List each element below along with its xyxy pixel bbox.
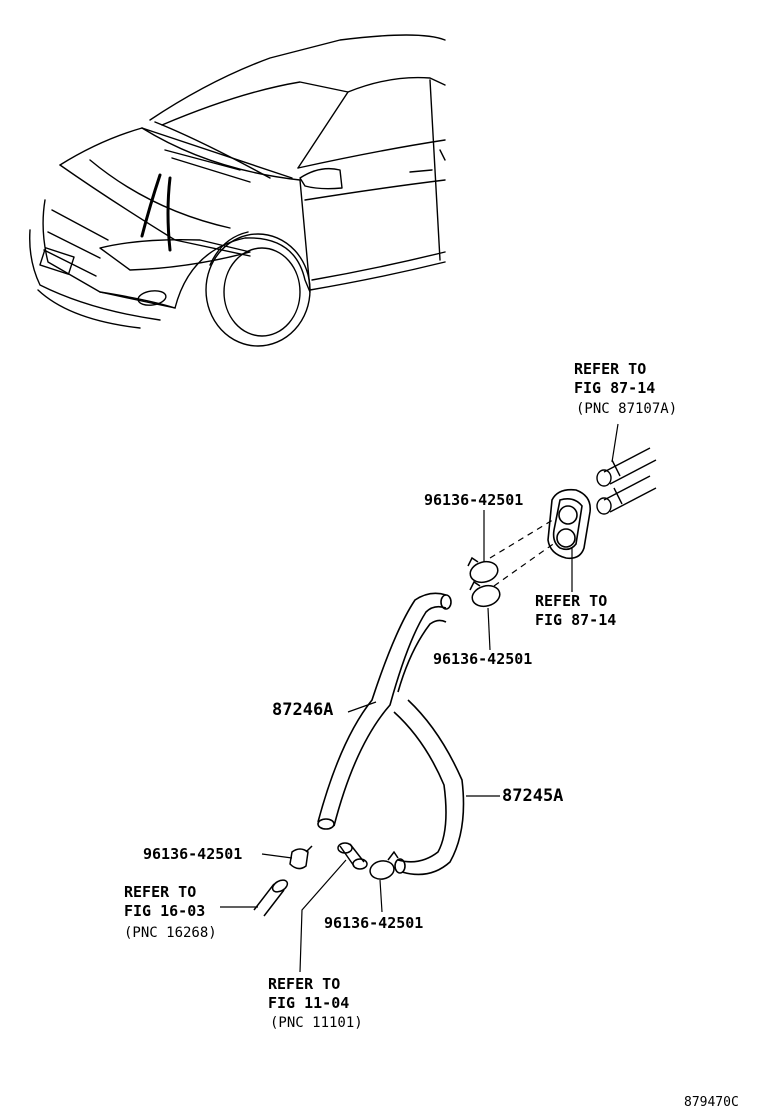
ref-engine-left-line3: (PNC 16268): [124, 925, 217, 941]
car-illustration: [29, 34, 446, 347]
ref-top-right-line3: (PNC 87107A): [576, 401, 678, 417]
ref-engine-left-line2: FIG 16-03: [124, 902, 206, 920]
ref-top-right-line1: REFER TO: [574, 360, 647, 378]
leader-lines: [220, 423, 619, 973]
clamp-top-left-label: 96136-42501: [424, 491, 524, 509]
clamps-top: [467, 556, 501, 608]
grommet: [547, 488, 592, 560]
ref-engine-bottom-line3: (PNC 11101): [270, 1015, 363, 1031]
ref-grommet-line2: FIG 87-14: [535, 611, 617, 629]
hose-87245a: [393, 619, 465, 876]
figure-code: 879470C: [684, 1095, 739, 1110]
hose-87246a: [317, 592, 452, 830]
hose-87245a-label: 87245A: [502, 786, 564, 806]
clamp-top-right-label: 96136-42501: [433, 650, 533, 668]
ref-top-right-line2: FIG 87-14: [574, 379, 656, 397]
alignment-lines: [489, 517, 557, 587]
clamp-bottom-left-label: 96136-42501: [143, 845, 243, 863]
ref-engine-bottom-line1: REFER TO: [268, 975, 341, 993]
clamps-bottom: [253, 842, 399, 917]
hose-87246a-label: 87246A: [272, 700, 334, 720]
ref-grommet-line1: REFER TO: [535, 592, 608, 610]
car-hose-highlight: [140, 173, 172, 252]
ref-engine-bottom-line2: FIG 11-04: [268, 994, 350, 1012]
ref-engine-left-line1: REFER TO: [124, 883, 197, 901]
heater-pipes: [596, 447, 657, 515]
clamp-bottom-right-label: 96136-42501: [324, 914, 424, 932]
